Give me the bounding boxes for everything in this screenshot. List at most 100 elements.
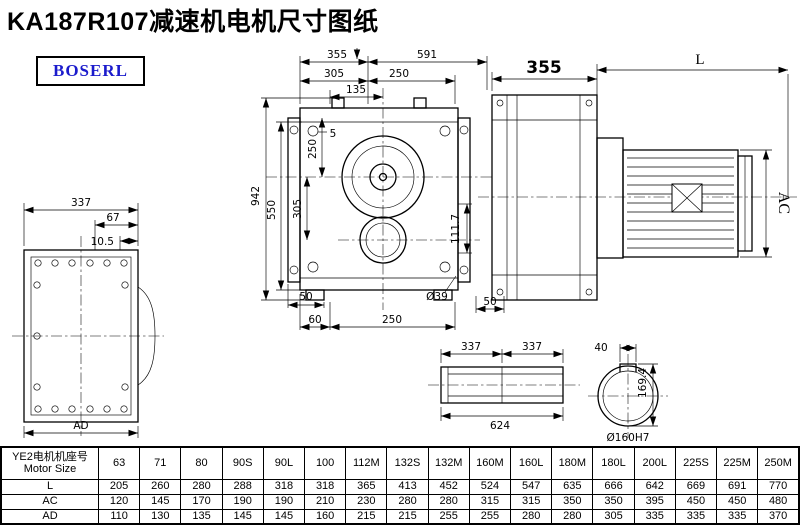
value-L-180M: 635 <box>551 478 594 495</box>
motor-size-label-en: Motor Size <box>23 463 77 476</box>
row-label-L: L <box>0 478 99 495</box>
motor-size-col-112M: 112M <box>345 446 388 480</box>
dim-main-305-left: 305 <box>292 199 304 219</box>
dim-front-width: 337 <box>71 197 91 209</box>
value-AC-71: 145 <box>139 493 182 510</box>
motor-size-col-180L: 180L <box>592 446 635 480</box>
dim-shaft-337-right: 337 <box>522 341 542 353</box>
motor-size-col-80: 80 <box>180 446 223 480</box>
value-AC-225M: 450 <box>716 493 759 510</box>
value-AD-63: 110 <box>97 508 141 525</box>
motor-size-col-132S: 132S <box>386 446 429 480</box>
value-AC-180L: 350 <box>592 493 635 510</box>
dim-bore-phi160: Ø160H7 <box>607 432 650 444</box>
value-L-132S: 413 <box>386 478 429 495</box>
value-AC-90L: 190 <box>262 493 306 510</box>
side-view: 355 L AC <box>478 52 797 301</box>
value-AD-71: 130 <box>139 508 182 525</box>
value-L-225S: 669 <box>674 478 718 495</box>
dim-main-250-top: 250 <box>389 68 409 80</box>
dim-bore-40: 40 <box>594 342 607 354</box>
dim-main-50-left: 50 <box>299 291 312 303</box>
bore-view: 40 169.4 Ø160H7 <box>588 342 668 444</box>
motor-size-col-200L: 200L <box>633 446 676 480</box>
value-L-132M: 452 <box>427 478 470 495</box>
value-L-225M: 691 <box>716 478 759 495</box>
motor-size-col-160L: 160L <box>510 446 553 480</box>
motor-size-col-132M: 132M <box>427 446 470 480</box>
dim-main-250-left: 250 <box>307 139 319 159</box>
dim-bore-1694: 169.4 <box>637 368 649 398</box>
value-AD-250M: 370 <box>757 508 800 525</box>
dim-main-355: 355 <box>327 49 347 61</box>
value-AD-225M: 335 <box>716 508 759 525</box>
dim-front-67: 67 <box>106 212 119 224</box>
value-AD-225S: 335 <box>674 508 718 525</box>
dim-front-ad: AD <box>73 420 88 432</box>
value-L-112M: 365 <box>345 478 388 495</box>
value-AC-160L: 315 <box>510 493 553 510</box>
dim-main-942: 942 <box>250 186 262 206</box>
value-AC-180M: 350 <box>551 493 594 510</box>
dim-main-250-bottom: 250 <box>382 314 402 326</box>
dim-front-105: 10.5 <box>91 236 114 248</box>
value-AD-90L: 145 <box>262 508 306 525</box>
dim-side-AC: AC <box>775 192 792 214</box>
value-AD-100: 160 <box>304 508 347 525</box>
value-AC-112M: 230 <box>345 493 388 510</box>
value-L-71: 260 <box>139 478 182 495</box>
motor-size-col-180M: 180M <box>551 446 594 480</box>
dim-main-50-right: 50 <box>483 296 496 308</box>
value-L-160L: 547 <box>510 478 553 495</box>
dim-main-60: 60 <box>308 314 321 326</box>
value-AD-132M: 255 <box>427 508 470 525</box>
motor-size-col-160M: 160M <box>468 446 512 480</box>
motor-size-label-cn: YE2电机机座号 <box>12 450 88 463</box>
value-L-250M: 770 <box>757 478 800 495</box>
dim-main-305: 305 <box>324 68 344 80</box>
value-AD-160M: 255 <box>468 508 512 525</box>
page-title: KA187R107减速机电机尺寸图纸 <box>7 8 379 36</box>
value-AD-200L: 335 <box>633 508 676 525</box>
value-L-90L: 318 <box>262 478 306 495</box>
motor-size-col-63: 63 <box>97 446 141 480</box>
dim-shaft-624: 624 <box>490 420 510 432</box>
dim-side-L: L <box>695 52 704 68</box>
dim-main-5: 5 <box>330 128 337 140</box>
motor-size-col-225S: 225S <box>674 446 718 480</box>
dim-main-591: 591 <box>417 49 437 61</box>
value-AD-112M: 215 <box>345 508 388 525</box>
value-L-160M: 524 <box>468 478 512 495</box>
value-L-63: 205 <box>97 478 141 495</box>
motor-size-col-90S: 90S <box>221 446 264 480</box>
front-view: 337 67 10.5 AD <box>12 197 164 438</box>
row-label-AD: AD <box>0 508 99 525</box>
dim-main-135: 135 <box>346 84 366 96</box>
motor-size-col-90L: 90L <box>262 446 306 480</box>
brand-logo: BOSERL <box>36 56 145 86</box>
value-AD-180M: 280 <box>551 508 594 525</box>
dim-main-550: 550 <box>266 200 278 220</box>
value-AC-225S: 450 <box>674 493 718 510</box>
main-view: 355 591 305 250 135 5 250 305 550 942 <box>250 48 505 331</box>
value-AD-160L: 280 <box>510 508 553 525</box>
dim-side-355: 355 <box>526 58 562 78</box>
value-AD-132S: 215 <box>386 508 429 525</box>
motor-size-col-250M: 250M <box>757 446 800 480</box>
value-AC-90S: 190 <box>221 493 264 510</box>
dim-main-1117: 111.7 <box>450 214 462 244</box>
value-AC-100: 210 <box>304 493 347 510</box>
shaft-view: 337 337 624 <box>428 341 580 432</box>
value-AC-132S: 280 <box>386 493 429 510</box>
technical-drawing: 337 67 10.5 AD <box>12 48 797 444</box>
value-AC-63: 120 <box>97 493 141 510</box>
dim-main-phi39: Ø39 <box>426 291 448 303</box>
value-AC-200L: 395 <box>633 493 676 510</box>
